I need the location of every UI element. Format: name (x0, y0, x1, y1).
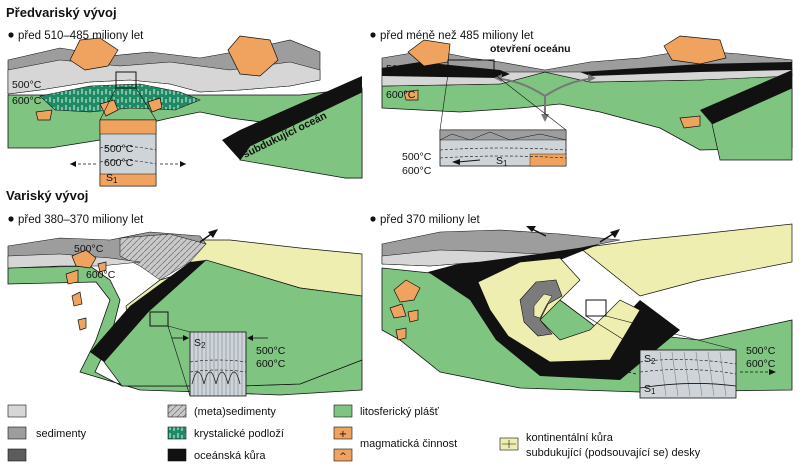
magma-body (395, 327, 407, 341)
magma-body (407, 39, 451, 67)
magma-body (393, 279, 421, 303)
magma-body (35, 109, 53, 121)
isotherm-500: 500°C (386, 63, 416, 75)
isotherm-600: 600°C (12, 95, 42, 107)
oceanic-crust (580, 62, 792, 76)
foliation-label-s1: S1 (644, 383, 656, 396)
zoom-box (149, 311, 169, 327)
bullet (370, 216, 376, 222)
magma-body (65, 269, 79, 285)
inset-500: 500°C (104, 143, 134, 155)
legend-metasediments: (meta)sedimenty (194, 406, 276, 418)
foliation-label-s2: S2 (644, 353, 656, 366)
swatch-oceanic (167, 448, 187, 462)
panel-3-title: před 380–370 miliony let (18, 214, 144, 226)
oceanic-crust (90, 260, 206, 362)
isotherm-500: 500°C (74, 243, 104, 255)
inset: S1 (439, 129, 567, 168)
subducting-slab (700, 70, 792, 124)
ocean-opening-label: otevření oceánu (490, 43, 571, 55)
zoom-box (115, 71, 137, 89)
legend-sediments: sedimenty (36, 428, 87, 440)
swatch-sed-light (7, 404, 27, 418)
inset: S2 (189, 331, 247, 397)
zoom-box (585, 299, 607, 317)
bullet (8, 32, 14, 38)
legend-continental-2: subdukující (podsouvající se) desky (526, 447, 701, 459)
bullet (8, 216, 14, 222)
panel-4-title: před 370 miliony let (380, 214, 481, 226)
swatch-magma-1 (333, 426, 353, 440)
inset-600: 600°C (256, 358, 286, 370)
magma-body (663, 35, 727, 65)
magma-body (71, 249, 97, 269)
oceanic-crust (222, 76, 362, 160)
legend-magmatic: magmatická činnost (360, 438, 457, 450)
panel-2: před méně než 485 miliony let otevření o… (370, 30, 793, 177)
legend-mantle: litosferický plášť (360, 406, 440, 418)
svg-text:^: ^ (339, 452, 347, 462)
bullet (370, 32, 376, 38)
inset-500: 500°C (746, 345, 776, 357)
panel-1: před 510–485 miliony let subdukující oce… (7, 30, 363, 187)
magma-body (97, 261, 107, 273)
magma-body (389, 303, 407, 319)
swatch-sed-dark (7, 448, 27, 462)
inset-500: 500°C (256, 345, 286, 357)
magma-body (77, 317, 87, 331)
legend-continental-1: kontinentální kůra (526, 432, 614, 444)
swatch-sed-mid (7, 426, 27, 440)
inset-600: 600°C (104, 157, 134, 169)
metasediments (119, 233, 207, 281)
swatch-metasediments (167, 404, 187, 418)
magma-body (69, 37, 119, 71)
panel-2-title: před méně než 485 miliony let (380, 30, 534, 42)
svg-text:+: + (339, 429, 347, 440)
sediment-fold-inner (533, 293, 553, 319)
legend-oceanic: oceánská kůra (194, 450, 266, 462)
inset-500: 500°C (402, 151, 432, 163)
continental-crust (579, 223, 793, 297)
swatch-basement (167, 426, 187, 440)
isotherm-600: 600°C (386, 89, 416, 101)
subducting-slab-green (239, 91, 363, 179)
foliation-label: S1 (106, 172, 118, 185)
legend-basement: krystalické podloží (194, 428, 284, 440)
swatch-magma-2 (333, 448, 353, 462)
legend: sedimenty (meta)sedimenty krystalické po… (7, 404, 701, 462)
zoom-box (447, 59, 495, 75)
isotherm-500: 500°C (12, 79, 42, 91)
magma-body (147, 97, 163, 113)
foliation-label: S2 (194, 337, 206, 350)
magma-body (403, 89, 419, 101)
magma-body (227, 35, 279, 77)
magma-body (407, 309, 419, 323)
panel-4: před 370 miliony let S2 S1 500°C (370, 214, 793, 399)
mantle (7, 265, 363, 396)
inset: S2 S1 (639, 349, 737, 399)
magma-body (71, 291, 83, 307)
isotherm-600: 600°C (86, 269, 116, 281)
panel-1-title: před 510–485 miliony let (18, 30, 144, 42)
swatch-mantle (333, 404, 353, 418)
panel-3: před 380–370 miliony let 500°C 600°C S2 … (7, 214, 363, 397)
inset-600: 600°C (402, 165, 432, 177)
continental-crust (477, 257, 641, 363)
inset: 500°C 600°C S1 (99, 119, 157, 187)
foliation-label: S1 (496, 155, 508, 168)
shear-arrow-left (619, 369, 637, 375)
sediments-light (381, 249, 541, 267)
section-title-predvariscan: Předvariský vývoj (6, 5, 117, 20)
inset-600: 600°C (746, 358, 776, 370)
magma-body (679, 115, 701, 129)
subducting-slab-green (711, 87, 793, 161)
section-title-variscan: Variský vývoj (6, 188, 88, 203)
